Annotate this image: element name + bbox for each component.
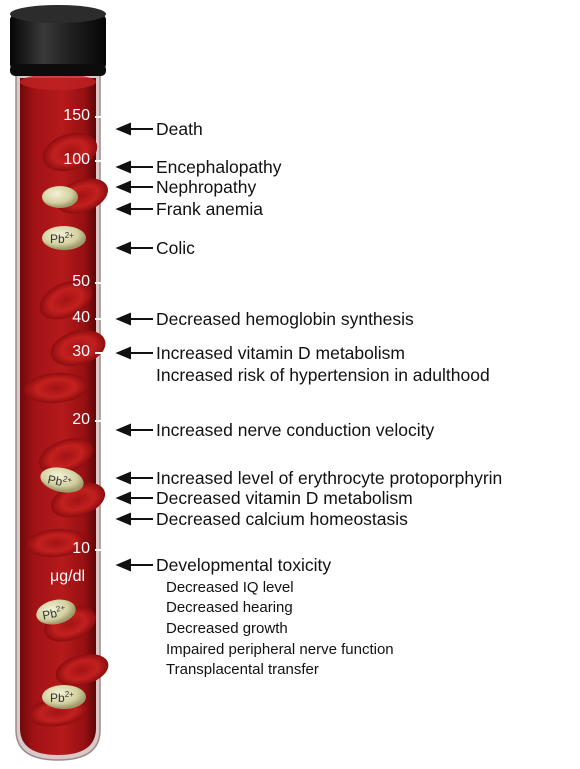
tick-label-50: 50 [46,272,90,292]
arrow-nephropathy [118,182,153,192]
effect-hypertension-risk: Increased risk of hypertension in adulth… [156,364,490,386]
arrow-vitamin-d-increase [118,348,153,358]
arrow-protoporphyrin [118,473,153,483]
sub-effect-transplacental: Transplacental transfer [166,660,319,680]
arrow-calcium [118,514,153,524]
tick-label-100: 100 [46,150,90,170]
effect-nerve-conduction: Increased nerve conduction velocity [156,419,434,441]
effect-protoporphyrin: Increased level of erythrocyte protoporp… [156,467,502,489]
effect-frank-anemia: Frank anemia [156,198,263,220]
effect-calcium-homeostasis: Decreased calcium homeostasis [156,508,408,530]
pb-ion-marker [42,186,78,208]
effect-increased-vitamin-d: Increased vitamin D metabolism [156,342,405,364]
effect-developmental-toxicity: Developmental toxicity [156,554,331,576]
tick-label-10: 10 [46,539,90,559]
sub-effect-peripheral-nerve: Impaired peripheral nerve function [166,640,394,660]
arrow-vitamin-d-decrease [118,493,153,503]
arrow-death [118,124,153,134]
arrow-developmental [118,560,153,570]
effect-decreased-vitamin-d: Decreased vitamin D metabolism [156,487,413,509]
arrow-colic [118,243,153,253]
effect-encephalopathy: Encephalopathy [156,156,282,178]
effect-decreased-hemoglobin: Decreased hemoglobin synthesis [156,308,414,330]
tick-label-30: 30 [46,342,90,362]
arrow-frank-anemia [118,204,153,214]
effect-nephropathy: Nephropathy [156,176,256,198]
sub-effect-growth: Decreased growth [166,619,288,639]
arrow-hemoglobin [118,314,153,324]
unit-label: μg/dl [50,567,106,587]
effect-death: Death [156,118,203,140]
tick-label-20: 20 [46,410,90,430]
sub-effect-iq: Decreased IQ level [166,578,294,598]
arrow-nerve-conduction [118,425,153,435]
tube-cap [10,5,106,76]
effect-colic: Colic [156,237,195,259]
sub-effect-hearing: Decreased hearing [166,598,293,618]
arrow-encephalopathy [118,162,153,172]
effect-arrows [118,124,153,570]
tick-label-150: 150 [46,106,90,126]
tick-label-40: 40 [46,308,90,328]
